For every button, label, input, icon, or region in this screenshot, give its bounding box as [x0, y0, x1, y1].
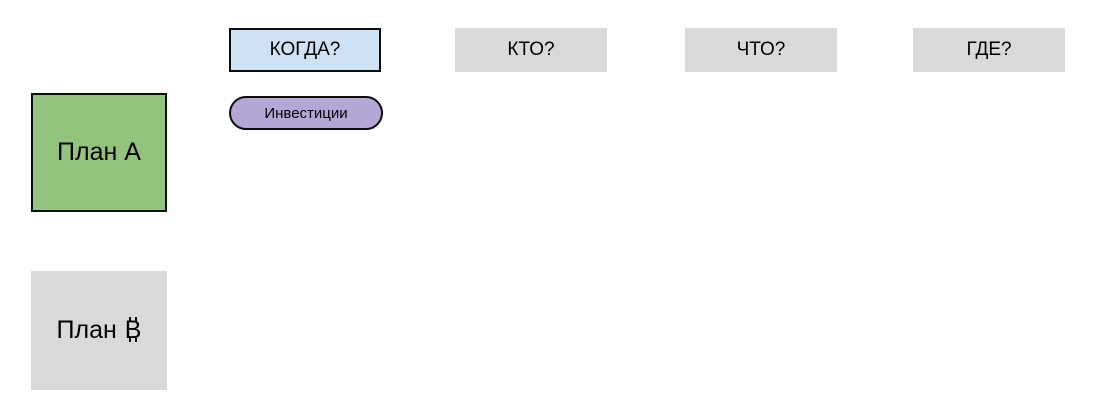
bitcoin-top-strokes [128, 317, 138, 321]
column-header-kogda-label: КОГДА? [269, 39, 341, 60]
column-header-gde[interactable]: ГДЕ? [913, 28, 1065, 72]
row-box-plan-a[interactable]: План А [31, 93, 167, 212]
plan-b-word: План [56, 316, 117, 344]
bitcoin-symbol: B [125, 316, 142, 345]
plan-b-label: План B [57, 316, 142, 345]
bitcoin-bottom-strokes [128, 338, 138, 342]
column-header-kto[interactable]: КТО? [455, 28, 607, 72]
column-header-chto[interactable]: ЧТО? [685, 28, 837, 72]
card-investments[interactable]: Инвестиции [229, 96, 383, 130]
column-header-chto-label: ЧТО? [736, 39, 786, 60]
card-investments-label: Инвестиции [264, 104, 348, 122]
plan-a-label: План А [57, 138, 141, 166]
column-header-kto-label: КТО? [507, 39, 555, 60]
column-header-gde-label: ГДЕ? [966, 39, 1012, 60]
bitcoin-letter: B [124, 316, 142, 344]
column-header-kogda[interactable]: КОГДА? [229, 28, 381, 72]
row-box-plan-b[interactable]: План B [31, 271, 167, 390]
